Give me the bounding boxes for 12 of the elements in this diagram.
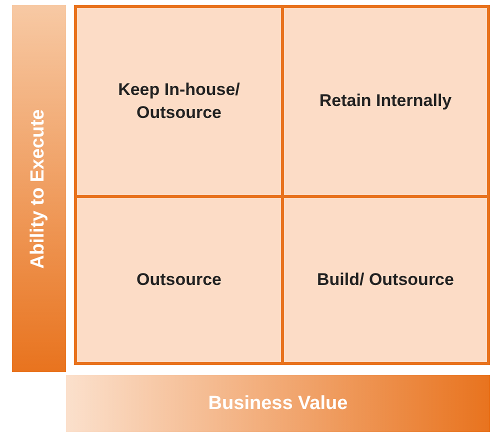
quadrant-label: Retain Internally — [319, 90, 452, 112]
axis-label: Ability to Execute — [28, 108, 50, 268]
quadrant-box — [281, 195, 490, 365]
quadrant-box — [74, 5, 284, 198]
quadrant-label: Outsource — [136, 268, 222, 291]
quadrant-label: Build/ Outsource — [317, 268, 454, 291]
axis-label: Business Value — [208, 392, 348, 414]
axis-bar — [66, 375, 490, 432]
axis-bar — [12, 5, 66, 372]
quadrant-label: Keep In-house/ Outsource — [117, 78, 241, 124]
quadrant-box — [281, 5, 490, 198]
quadrant-box — [74, 195, 284, 365]
